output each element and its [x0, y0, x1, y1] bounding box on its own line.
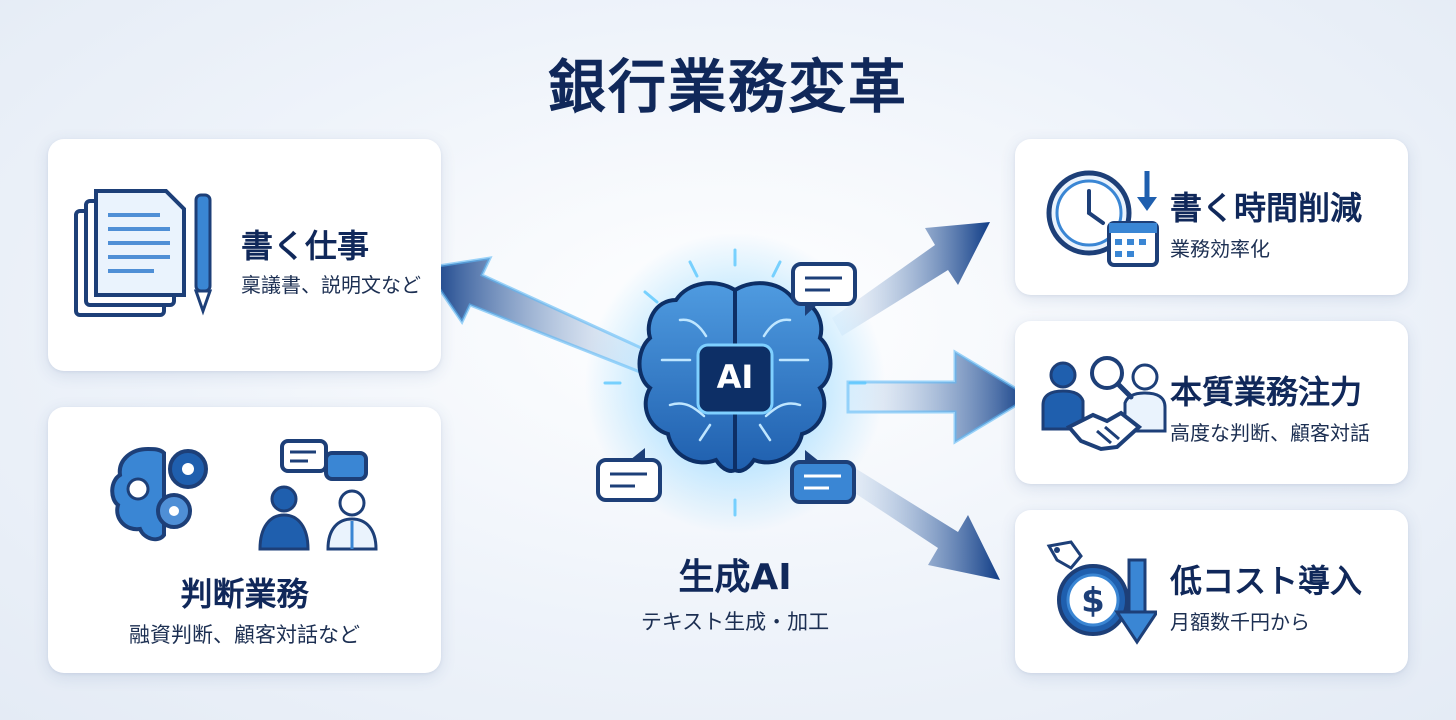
- card-subtitle: 高度な判断、顧客対話: [1170, 421, 1370, 445]
- card-title: 書く時間削減: [1170, 189, 1363, 227]
- handshake-search-icon: [1041, 356, 1167, 452]
- hub-label: 生成AI: [678, 557, 792, 598]
- card-low-cost: $ 低コスト導入 月額数千円から: [1015, 510, 1408, 673]
- card-subtitle: 融資判断、顧客対話など: [129, 623, 360, 647]
- card-title: 書く仕事: [241, 227, 370, 265]
- card-title: 低コスト導入: [1170, 562, 1363, 600]
- hub-sublabel: テキスト生成・加工: [640, 610, 830, 634]
- chat-bubble-icon: [790, 450, 856, 504]
- card-title: 判断業務: [180, 575, 309, 613]
- consult-people-icon: [258, 439, 378, 551]
- brain-gears-icon: [110, 446, 208, 542]
- ai-brain-icon: [637, 281, 833, 473]
- card-time-reduction: 書く時間削減 業務効率化: [1015, 139, 1408, 295]
- arrow-to-time-reduction: [832, 222, 990, 336]
- dollar-down-icon: $: [1046, 540, 1157, 645]
- svg-text:$: $: [1081, 581, 1105, 621]
- card-subtitle: 稟議書、説明文など: [241, 273, 421, 297]
- card-core-work: 本質業務注力 高度な判断、顧客対話: [1015, 321, 1408, 484]
- ai-badge: AI: [716, 358, 754, 396]
- page-title: 銀行業務変革: [547, 53, 908, 121]
- card-subtitle: 業務効率化: [1170, 237, 1270, 261]
- card-subtitle: 月額数千円から: [1170, 610, 1310, 634]
- chat-bubble-icon: [791, 262, 857, 316]
- document-pen-icon: [74, 189, 213, 317]
- card-judgment-work: 判断業務 融資判断、顧客対話など: [48, 407, 441, 673]
- arrow-to-low-cost: [832, 460, 1000, 580]
- card-title: 本質業務注力: [1170, 373, 1363, 411]
- card-writing-work: 書く仕事 稟議書、説明文など: [48, 139, 441, 371]
- clock-calendar-icon: [1046, 170, 1159, 267]
- chat-bubble-icon: [596, 448, 662, 502]
